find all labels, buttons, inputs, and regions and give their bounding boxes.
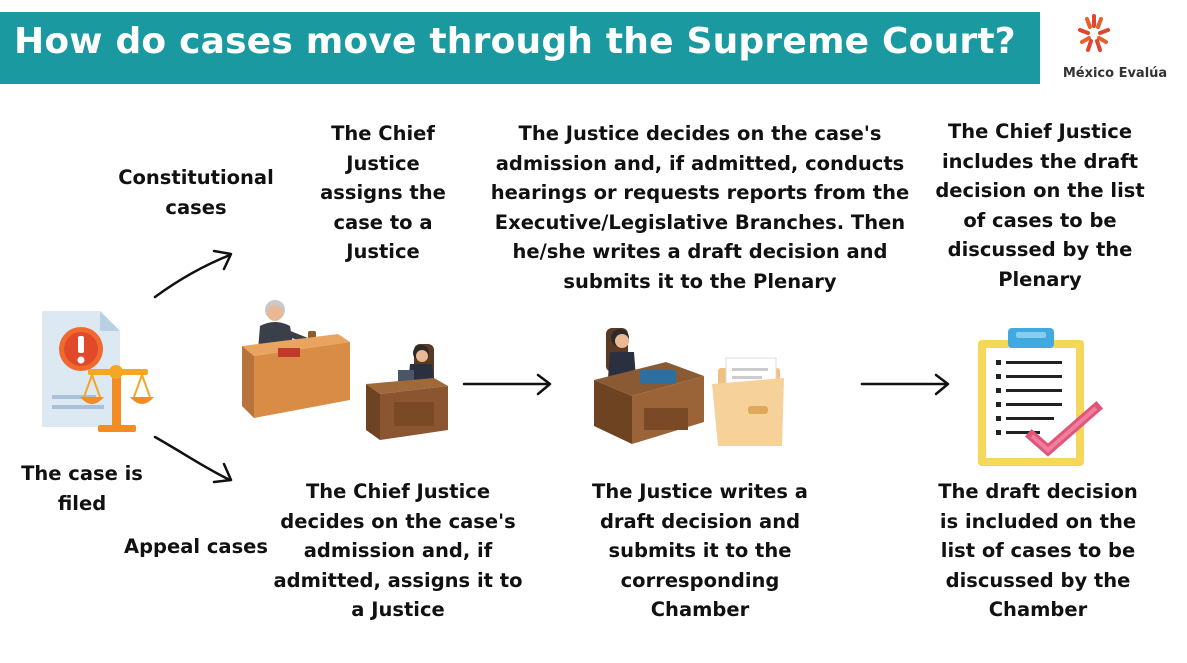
constitutional-cases-label: Constitutional cases bbox=[108, 163, 284, 222]
justices-desks-icon bbox=[238, 298, 454, 448]
constitutional-step-3: The Chief Justice includes the draft dec… bbox=[930, 117, 1150, 294]
flow-arrow-1 bbox=[462, 372, 556, 400]
justice-with-folder-icon bbox=[592, 322, 790, 450]
appeal-cases-label: Appeal cases bbox=[116, 532, 276, 562]
mexico-evalua-logo-icon bbox=[1074, 12, 1114, 56]
appeal-step-3: The draft decision is included on the li… bbox=[926, 477, 1150, 625]
flow-arrow-2 bbox=[860, 372, 954, 400]
constitutional-step-1: The Chief Justice assigns the case to a … bbox=[316, 119, 450, 267]
logo-text: México Evalúa bbox=[1045, 66, 1185, 81]
case-filed-icon bbox=[38, 305, 160, 437]
appeal-step-1: The Chief Justice decides on the case's … bbox=[270, 477, 526, 625]
title-banner: How do cases move through the Supreme Co… bbox=[0, 12, 1040, 84]
appeal-branch-arrow bbox=[150, 432, 240, 492]
appeal-step-2: The Justice writes a draft decision and … bbox=[584, 477, 816, 625]
clipboard-check-icon bbox=[972, 326, 1106, 472]
constitutional-branch-arrow bbox=[150, 245, 240, 305]
constitutional-step-2: The Justice decides on the case's admiss… bbox=[488, 119, 912, 296]
page-title: How do cases move through the Supreme Co… bbox=[14, 21, 1016, 62]
case-filed-label: The case is filed bbox=[14, 459, 150, 518]
